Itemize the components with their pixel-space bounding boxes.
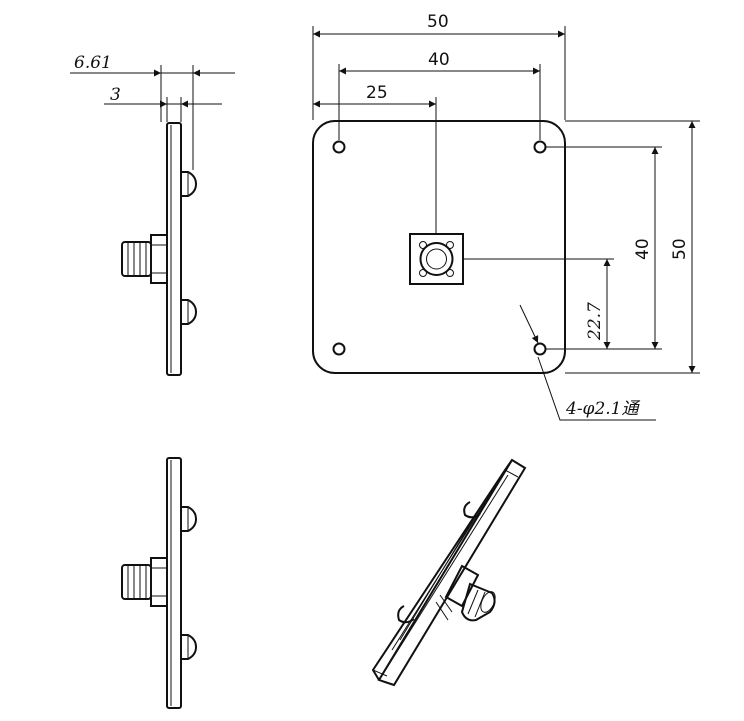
front-view: 50 40 25 50 40 22.7 4-φ2.1通 bbox=[312, 12, 700, 421]
mounting-hole-top-left bbox=[332, 140, 346, 154]
connector-square-flange bbox=[409, 233, 464, 285]
dim-overall-width: 50 bbox=[427, 12, 449, 32]
connector-outer-ring bbox=[419, 242, 454, 276]
side-view-bottom bbox=[121, 457, 198, 709]
screw-head-lower bbox=[180, 299, 198, 325]
connector-barrel bbox=[121, 241, 152, 277]
dim-side-total-thickness: 6.61 bbox=[74, 53, 112, 73]
mounting-hole-bottom-left bbox=[332, 342, 346, 356]
isometric-view bbox=[371, 458, 527, 687]
side-plate-bottom bbox=[166, 457, 182, 709]
side-plate bbox=[166, 122, 182, 376]
mounting-hole-bottom-right bbox=[533, 342, 547, 356]
mounting-hole-top-right bbox=[533, 140, 547, 154]
dim-center-y: 22.7 bbox=[585, 302, 605, 341]
dim-overall-height: 50 bbox=[670, 238, 690, 260]
dim-center-x: 25 bbox=[366, 83, 388, 103]
connector-inner-pin bbox=[426, 248, 447, 270]
iso-plate bbox=[377, 458, 527, 687]
dim-hole-spacing-x: 40 bbox=[428, 50, 450, 70]
iso-connector-barrel bbox=[460, 582, 496, 622]
iso-connector-flange bbox=[444, 564, 480, 608]
front-plate-outline bbox=[312, 120, 566, 374]
screw-head-upper bbox=[180, 171, 198, 197]
dim-hole-spacing-y: 40 bbox=[633, 238, 653, 260]
side-view-top: 6.61 3 bbox=[70, 53, 235, 376]
connector-flange bbox=[150, 234, 168, 284]
hole-callout: 4-φ2.1通 bbox=[565, 399, 640, 419]
dim-side-plate-thickness: 3 bbox=[110, 85, 121, 105]
